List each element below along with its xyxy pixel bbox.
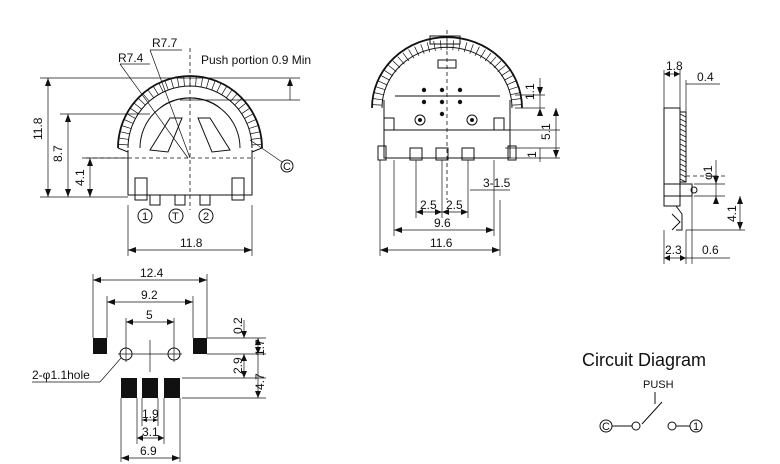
push-label: PUSH [643, 379, 674, 391]
terminal-2-label: 2 [203, 211, 209, 223]
pcb-dim-47-label: 4.7 [253, 373, 267, 390]
radius-inner-label: R7.4 [118, 51, 144, 65]
front-view: R7.7 R7.4 Push portion 0.9 Min 11.8 8.7 … [31, 36, 311, 256]
circuit-title: Circuit Diagram [582, 350, 706, 370]
pad-bottom-center [142, 378, 158, 398]
side-view: 1.1 5.1 1 2.5 2.5 3-1.5 9.6 11.6 [371, 30, 560, 256]
pcb-pad-pitch-label: 1.9 [142, 407, 159, 421]
height-total-label: 11.8 [31, 117, 45, 140]
pcb-width-pads-label: 9.2 [141, 288, 158, 302]
end-top-width-label: 1.8 [666, 59, 683, 73]
pad-bottom-left [121, 378, 137, 398]
side-dim-small-label: 1 [525, 151, 539, 158]
common-mark-label: C [283, 161, 291, 173]
end-height-label: 4.1 [725, 205, 739, 222]
pcb-bottom-width-label: 6.9 [140, 444, 157, 458]
end-knurl [679, 113, 687, 183]
pad-bottom-right [164, 378, 180, 398]
pcb-dim-02-label: 0.2 [231, 317, 245, 334]
width-label: 11.8 [180, 236, 203, 250]
pitch-right-label: 2.5 [446, 198, 463, 212]
svg-text:C: C [602, 421, 610, 433]
end-bottom-right-label: 0.6 [702, 243, 719, 257]
svg-text:1: 1 [693, 421, 699, 433]
terminal-t-label: T [172, 211, 179, 223]
radius-outer-label: R7.7 [152, 36, 178, 50]
height-low-label: 4.1 [73, 169, 87, 186]
side-dim-right-label: 5.1 [539, 123, 553, 140]
pcb-width-total-label: 12.4 [140, 266, 164, 280]
height-mid-label: 8.7 [51, 145, 65, 162]
end-top-offset-label: 0.4 [697, 70, 714, 84]
pcb-dim-29-label: 2.9 [231, 357, 245, 374]
hole-note-label: 2-φ1.1hole [32, 368, 90, 382]
side-width-label: 11.6 [430, 236, 453, 250]
body-holes [421, 87, 463, 117]
pcb-dim-17-label: 1.7 [253, 339, 267, 356]
end-view: 1.8 0.4 φ1 4.1 2.3 0.6 [663, 59, 745, 264]
knurl-teeth [118, 76, 262, 146]
pcb-pad-span-label: 3.1 [142, 425, 159, 439]
push-note-label: Push portion 0.9 Min [201, 53, 311, 67]
terminal-1-label: 1 [142, 211, 148, 223]
pcb-layout: 12.4 9.2 5 2-φ1.1hole 0.2 1.7 2.9 [32, 266, 267, 462]
pitch-left-label: 2.5 [420, 198, 437, 212]
side-dim-top-label: 1.1 [523, 83, 537, 100]
knurl-teeth-side [372, 40, 522, 106]
slots-label: 3-1.5 [483, 176, 511, 190]
pad-left [93, 338, 107, 354]
span-inner-label: 9.6 [434, 216, 451, 230]
pcb-hole-pitch-label: 5 [146, 308, 153, 322]
pin-dia-label: φ1 [701, 165, 715, 180]
circuit-terminal-1 [689, 419, 703, 433]
pad-right [193, 338, 207, 354]
end-bottom-left-label: 2.3 [665, 243, 682, 257]
circuit-diagram: Circuit Diagram PUSH C 1 [582, 350, 706, 433]
